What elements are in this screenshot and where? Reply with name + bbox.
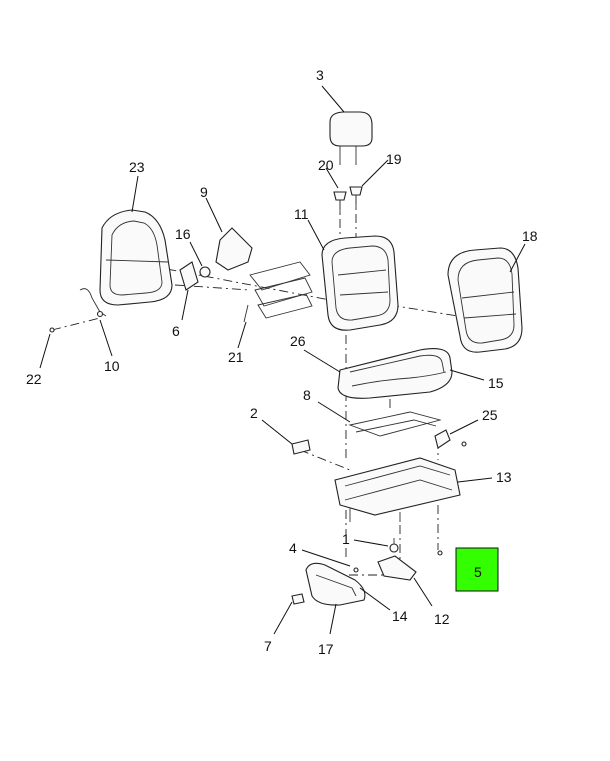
callout-3: 3 [316,67,324,83]
part-cushion-frame [348,411,442,437]
callout-8: 8 [303,387,311,403]
callout-22: 22 [26,371,42,387]
part-headrest-guides [333,186,363,214]
callout-18: 18 [522,228,538,244]
callout-4: 4 [289,540,297,556]
callout-7: 7 [264,638,272,654]
part-fastener [291,593,305,605]
part-trim [434,429,467,449]
callout-26: 26 [290,333,306,349]
callout-6: 6 [172,323,180,339]
part-5-point [437,550,443,556]
callout-10: 10 [104,358,120,374]
callout-5[interactable]: 5 [474,564,482,580]
callout-9: 9 [200,184,208,200]
part-screw [353,567,359,573]
leader-lines [39,85,526,635]
part-seat-back-cover [447,247,523,353]
part-clip [291,439,311,455]
part-bracket [215,227,253,271]
part-seat-back-frame [99,209,173,306]
part-bolt [389,538,399,553]
part-headrest [329,111,373,165]
callout-1: 1 [342,531,350,547]
callout-labels: 3 20 19 11 18 23 9 16 6 21 10 22 26 15 8… [26,67,538,657]
callout-14: 14 [392,608,408,624]
callout-11: 11 [294,206,309,222]
part-seat-adjuster [334,457,461,522]
part-pin [49,327,55,333]
callout-17: 17 [318,641,334,657]
callout-16: 16 [175,226,191,242]
part-recliner [179,261,211,291]
part-seat-back [321,235,399,331]
part-seat-cushion [337,348,453,399]
callout-25: 25 [482,407,498,423]
callout-15: 15 [488,375,504,391]
callout-2: 2 [250,405,258,421]
callout-5-highlight[interactable]: 5 [455,547,499,592]
callout-19: 19 [386,151,402,167]
callout-23: 23 [129,159,145,175]
callout-13: 13 [496,469,512,485]
part-adjuster-bracket [377,555,417,581]
part-lumbar [79,288,107,318]
callout-21: 21 [228,349,244,365]
callout-12: 12 [434,611,450,627]
part-spring-mat [243,261,313,323]
callout-20: 20 [318,157,334,173]
